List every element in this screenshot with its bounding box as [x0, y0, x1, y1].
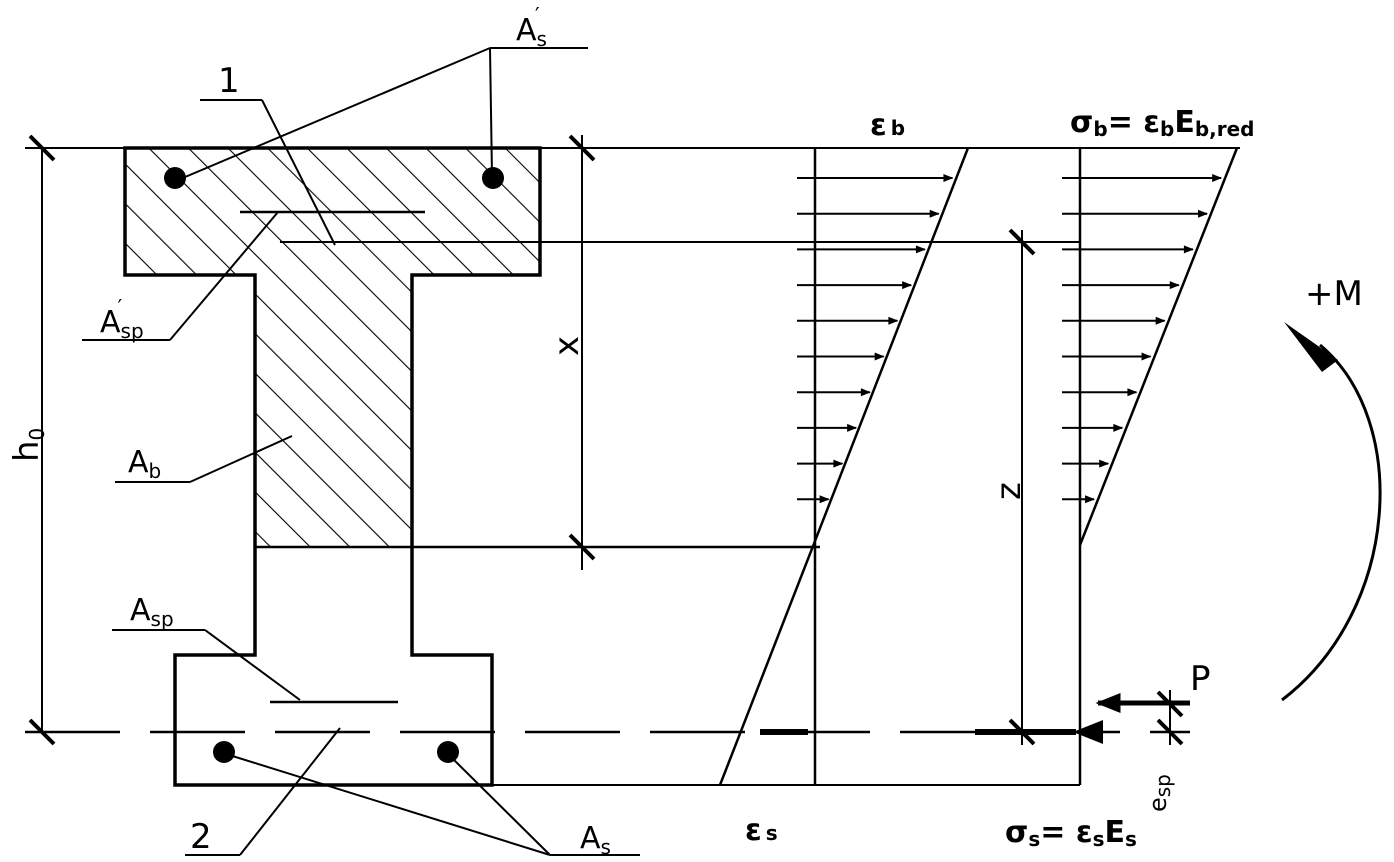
rebar-bottom-left: [213, 741, 235, 763]
compressed-zone: [125, 148, 540, 547]
h0-sub: 0: [25, 428, 49, 441]
rebar-top-left: [164, 167, 186, 189]
moment-arrow: +M: [1281, 274, 1382, 702]
svg-text:σb= εbEb,red: σb= εbEb,red: [1070, 105, 1254, 141]
as-label: A: [580, 821, 601, 856]
prestress-force: P: [1095, 659, 1211, 746]
stress-diagram: [975, 147, 1239, 785]
svg-text:σs= εsEs: σs= εsEs: [1005, 815, 1137, 851]
sigma-b-label: σ: [1070, 105, 1093, 140]
svg-text:Asp′: Asp′: [100, 295, 144, 343]
svg-text:Ab: Ab: [128, 445, 161, 483]
eps-s-label: ε: [745, 813, 762, 848]
svg-text:As′: As′: [516, 3, 547, 51]
strain-profile-line: [718, 147, 970, 786]
M-label: +M: [1305, 274, 1363, 314]
stress-arrows: [1062, 174, 1223, 504]
ab-label: A: [128, 445, 149, 480]
sigma-s-label: σ: [1005, 815, 1028, 850]
svg-text:As: As: [580, 821, 611, 859]
leader-lines: [82, 47, 640, 856]
z-label: z: [989, 482, 1029, 500]
strain-arrows: [797, 174, 954, 504]
svg-text:Asp: Asp: [130, 593, 174, 631]
svg-text:εs: εs: [745, 813, 778, 848]
svg-text:esp: esp: [1144, 774, 1175, 812]
asp-prime-label: A: [100, 305, 121, 340]
asp-label: A: [130, 593, 151, 628]
svg-text:εb: εb: [870, 108, 905, 143]
moment-arrowhead: [1284, 322, 1338, 372]
rebar-bottom-right: [437, 741, 459, 763]
cross-section: [123, 146, 820, 787]
label-1: 1: [218, 61, 240, 101]
label-2: 2: [190, 817, 212, 857]
h0-label: h: [7, 440, 47, 462]
x-label: x: [547, 336, 587, 356]
dimension-h0: h0: [7, 134, 56, 746]
eps-b-label: ε: [870, 108, 887, 143]
dimension-x: x: [547, 134, 596, 570]
stress-profile-line: [1078, 147, 1239, 546]
P-label: P: [1190, 659, 1211, 699]
as-prime-label: A: [516, 13, 537, 48]
svg-text:h0: h0: [7, 428, 49, 462]
dimension-z: z: [989, 228, 1036, 746]
rebar-top-right: [482, 167, 504, 189]
esp-label: e: [1144, 797, 1172, 812]
strain-diagram: [718, 147, 970, 786]
